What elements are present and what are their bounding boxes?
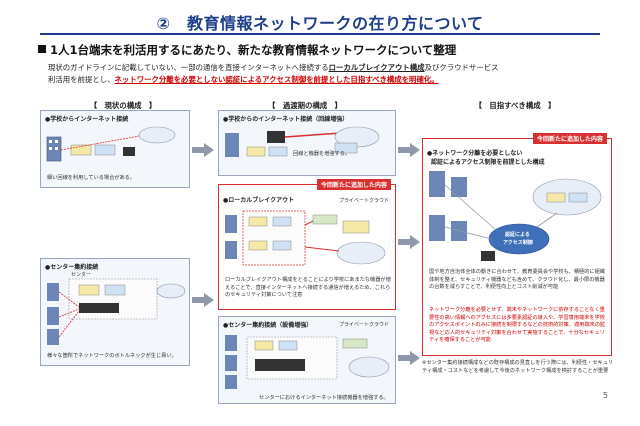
target-title-line1: ●ネットワーク分離を必要としない — [427, 150, 523, 157]
arrow-shaft-4 — [398, 239, 412, 245]
arrow-right-icon — [410, 235, 420, 249]
current-box2-title: ●センター集約接続 — [45, 264, 99, 271]
arrow-right-icon — [204, 293, 214, 307]
transition-box2-title: ●ローカルブレイクアウト — [223, 197, 295, 204]
arrow-right-icon — [410, 143, 420, 157]
transition-center-private-label: プライベートクラウド — [339, 322, 390, 328]
arrow-right-icon — [410, 351, 420, 365]
current-box1-note: 細い回線を利用している場合がある。 — [47, 175, 136, 181]
arrow-shaft-1 — [192, 147, 206, 153]
target-box: 今回新たに追加した内容 ●ネットワーク分離を必要としない 認証によるアクセス制限… — [422, 133, 612, 356]
subtitle-text: 1人1台端末を利活用するにあたり、新たな教育情報ネットワークについて整理 — [50, 43, 457, 57]
intro-paragraph: 現状のガイドラインに記載していない、一部の通信を直接インターネットへ接続するロー… — [48, 62, 608, 86]
target-footnote: ※センター集約接続構成などの既存構成の見直しを行う際には、利便性・セキュリティ構… — [422, 360, 614, 374]
current-box-school: ●学校からインターネット接続 細い回線を利用している場合がある。 — [40, 110, 190, 188]
target-note-red: ネットワーク分離を必要とせず、端末やネットワークに依存することなく重要性の高い情… — [429, 307, 606, 343]
current-box2-note: 様々な箇所でネットワークのボトルネックが生じ易い。 — [47, 353, 177, 359]
intro-bold: ローカルブレイクアウト構成 — [328, 63, 425, 72]
transition-box1-title: ●学校からのインターネット接続（回線増強） — [223, 116, 349, 123]
transition-upgrade-diagram — [225, 126, 380, 157]
intro-red: ネットワーク分離を必要としない認証によるアクセス制御を前提とした目指すべき構成を… — [114, 75, 439, 84]
transition-box2-note: ローカルブレイクアウト構成をとることにより学校にあまたな機器が増えることで、直接… — [225, 277, 391, 298]
arrow-shaft-2 — [192, 297, 206, 303]
target-title-line2: 認証によるアクセス制限を前提とした構成 — [431, 159, 545, 166]
page-number: 5 — [602, 391, 608, 400]
target-added-tag: 今回新たに追加した内容 — [532, 133, 607, 144]
arrow-shaft-3 — [398, 147, 412, 153]
intro-line2: 利活用を前提とし、 — [48, 75, 115, 84]
square-bullet-icon — [38, 45, 46, 53]
col-head-target: 【 目指すべき構成 】 — [474, 101, 556, 110]
transition-breakout-diagram — [225, 210, 386, 266]
intro-line1-tail: 及びクラウドサービス — [424, 63, 499, 72]
transition-box3-note: センターにおけるインターネット接続機器を増強する。 — [259, 395, 389, 401]
transition-box3-title: ●センター集約接続（設備増強） — [223, 322, 313, 329]
arrow-shaft-5 — [398, 355, 412, 361]
col-head-current: 【 現状の構成 】 — [89, 101, 157, 110]
title-rule — [40, 33, 600, 35]
arrow-right-icon — [204, 143, 214, 157]
col-head-transition: 【 過渡期の構成 】 — [268, 101, 342, 110]
page-title: ② 教育情報ネットワークの在り方について — [156, 14, 484, 33]
target-diagram — [429, 171, 602, 261]
transition-box-center: ●センター集約接続（設備増強） プライベートクラウド センターにおけるインターネ… — [218, 316, 396, 404]
target-auth-label-2: アクセス制御 — [503, 240, 533, 246]
current-center-label: センター — [71, 272, 92, 278]
current-center-diagram — [47, 278, 186, 345]
transition-box-upgrade: ●学校からのインターネット接続（回線増強） 回線と機器を増強する。 — [218, 110, 396, 176]
transition-private-cloud-label: プライベートクラウド — [339, 198, 390, 204]
target-auth-label-1: 認証による — [505, 232, 530, 238]
transition-box1-note: 回線と機器を増強する。 — [293, 151, 351, 157]
transition-box-breakout: 今回新たに追加した内容 ●ローカルブレイクアウト プライベートクラウド ローカル… — [218, 179, 396, 310]
intro-line1: 現状のガイドラインに記載していない、一部の通信を直接インターネットへ接続する — [48, 63, 329, 72]
transition-added-tag: 今回新たに追加した内容 — [316, 179, 391, 190]
current-box1-title: ●学校からインターネット接続 — [45, 116, 129, 123]
current-school-diagram — [46, 126, 176, 162]
current-box-center: ●センター集約接続 センター 様々な箇所でネットワークのボトルネックが生じ易い。 — [40, 258, 190, 366]
transition-center-diagram — [225, 335, 390, 389]
section-subtitle: 1人1台端末を利活用するにあたり、新たな教育情報ネットワークについて整理 — [38, 42, 456, 58]
target-note: 国や地方自治体全体の動きに合わせて、教育委員会や学校も、積極的に組織体制を整え、… — [429, 269, 605, 290]
